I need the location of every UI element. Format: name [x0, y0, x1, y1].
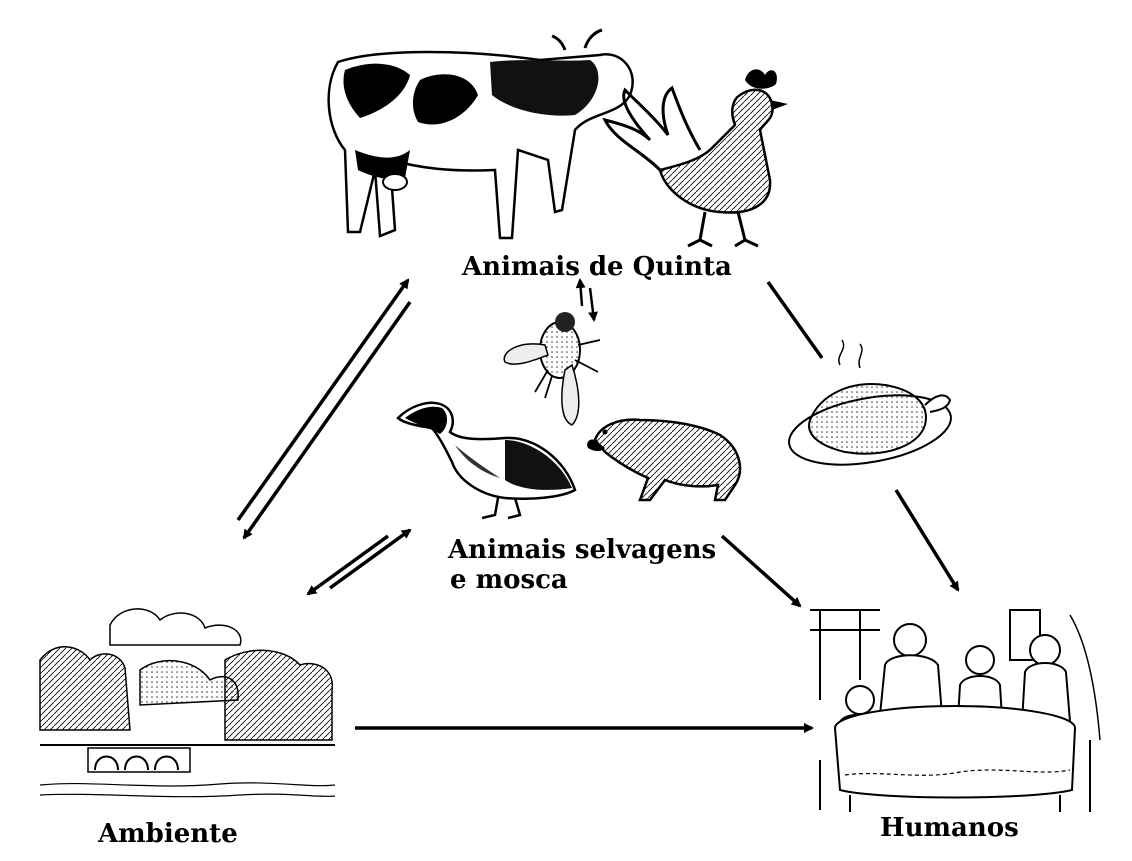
arrow-farm-to-wild — [590, 288, 594, 320]
cow-illustration — [329, 30, 633, 238]
wild-animals-label-line1: Animais selvagens — [448, 536, 716, 566]
arrow-wild-to-farm — [580, 280, 582, 306]
arrow-food-to-humans — [896, 490, 958, 590]
arrow-farm-to-environment — [244, 302, 410, 538]
farm-animals-label: Animais de Quinta — [462, 253, 732, 283]
cooked-chicken-illustration — [784, 340, 957, 476]
duck-illustration — [398, 403, 575, 518]
wild-animals-label: Animais selvagens e mosca — [448, 536, 716, 596]
fly-illustration — [504, 312, 600, 425]
agouti-illustration — [587, 420, 740, 500]
line-farm-to-food — [768, 282, 822, 358]
arrow-wild-to-humans — [722, 536, 800, 606]
edges — [238, 280, 958, 728]
arrow-environment-to-farm — [238, 280, 408, 520]
landscape-illustration — [30, 600, 340, 800]
arrow-wild-to-environment — [308, 536, 388, 594]
arrow-environment-to-wild — [330, 530, 410, 588]
rooster-illustration — [605, 69, 788, 246]
humans-label: Humanos — [880, 814, 1019, 844]
wild-animals-label-line2: e mosca — [448, 566, 716, 596]
family-dinner-illustration — [810, 610, 1100, 812]
environment-label: Ambiente — [98, 820, 238, 850]
